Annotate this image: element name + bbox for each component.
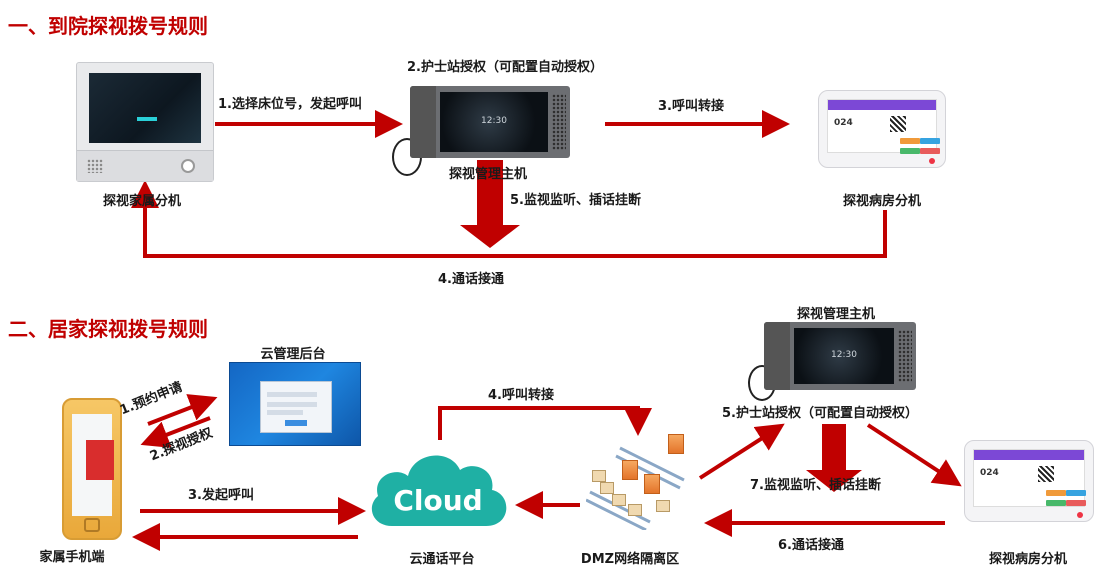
s2-arrow-step4 xyxy=(438,406,652,440)
s2-step3-label: 3.发起呼叫 xyxy=(188,488,254,503)
s2-arrow-step1 xyxy=(147,394,218,426)
s2-arrow-step7-big xyxy=(806,424,862,492)
s2-dmz-label: DMZ网络隔离区 xyxy=(580,552,680,567)
s2-management-host-label: 探视管理主机 xyxy=(796,307,876,322)
s2-cloud-admin-label: 云管理后台 xyxy=(260,347,326,362)
s1-ward-terminal-image: 024 xyxy=(818,90,946,168)
s2-dmz-image xyxy=(586,430,704,530)
s2-step7-label: 7.监视监听、插话挂断 xyxy=(750,478,881,493)
s2-phone-image xyxy=(62,398,122,540)
s1-family-terminal-label: 探视家属分机 xyxy=(102,194,182,209)
s2-step4-label: 4.呼叫转接 xyxy=(488,388,554,403)
s1-arrow-step4 xyxy=(131,180,887,258)
s2-phone-label: 家属手机端 xyxy=(39,550,105,565)
section2-title: 二、居家探视拨号规则 xyxy=(8,317,208,341)
s1-step1-label: 1.选择床位号，发起呼叫 xyxy=(218,97,362,112)
s1-ward-terminal-label: 探视病房分机 xyxy=(842,194,922,209)
s1-step3-label: 3.呼叫转接 xyxy=(658,99,724,114)
s2-cloud-word: Cloud xyxy=(393,484,482,517)
s1-management-host-image: 12:30 xyxy=(410,86,570,158)
s1-management-host-label: 探视管理主机 xyxy=(448,167,528,182)
s2-management-host-image: 12:30 xyxy=(764,322,916,390)
section1-title: 一、到院探视拨号规则 xyxy=(8,14,208,38)
s2-cloud-admin-image xyxy=(229,362,361,446)
s2-cloud-icon: Cloud xyxy=(371,455,507,526)
s1-host-clock: 12:30 xyxy=(481,115,507,126)
s2-ward-screen-number: 024 xyxy=(980,468,999,478)
s1-arrow-step5-big xyxy=(460,160,520,248)
s1-step5-label: 5.监视监听、插话挂断 xyxy=(510,193,641,208)
s2-arrow-dmz-to-host xyxy=(698,423,785,480)
s2-ward-terminal-label: 探视病房分机 xyxy=(988,552,1068,567)
s2-step6-label: 6.通话接通 xyxy=(778,538,844,553)
s1-family-terminal-image xyxy=(76,62,214,182)
s1-ward-screen-number: 024 xyxy=(834,118,853,128)
s2-host-clock: 12:30 xyxy=(831,349,857,360)
s2-cloud-platform-label: 云通话平台 xyxy=(409,552,475,567)
s2-arrow-step2 xyxy=(140,416,211,448)
s1-step2-label: 2.护士站授权（可配置自动授权） xyxy=(407,60,603,75)
s2-step5-label: 5.护士站授权（可配置自动授权） xyxy=(722,406,918,421)
s1-step4-label: 4.通话接通 xyxy=(438,272,504,287)
s2-arrow-host-to-ward xyxy=(866,423,962,487)
s2-ward-terminal-image: 024 xyxy=(964,440,1094,522)
